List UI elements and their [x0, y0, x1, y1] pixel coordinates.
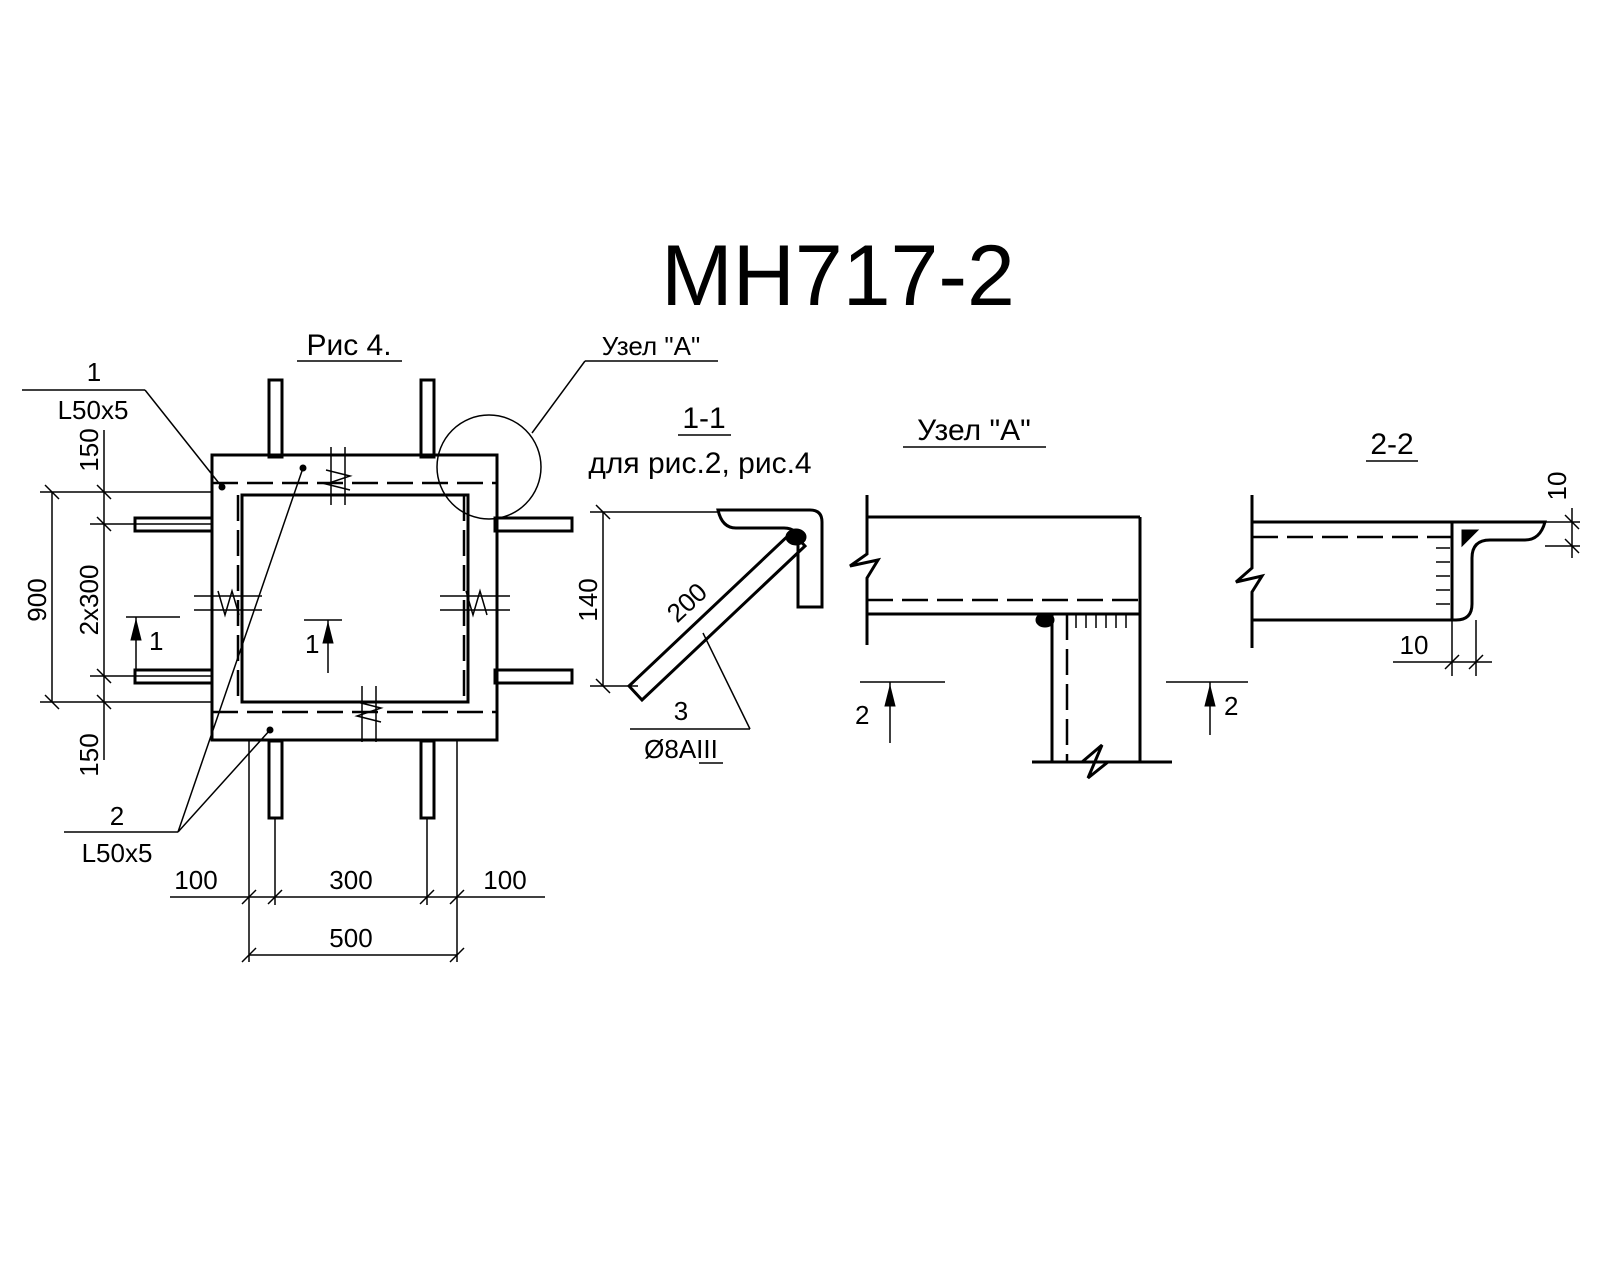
part-3-number: 3	[674, 696, 688, 726]
anchor-bar	[493, 516, 574, 533]
dim-bottom-chain	[170, 740, 545, 963]
dim-100-left: 100	[174, 865, 217, 895]
weld	[1035, 612, 1055, 628]
angle-profile	[1450, 520, 1547, 622]
node-a: Узел "А" 2	[849, 414, 1248, 780]
dim-100-right: 100	[483, 865, 526, 895]
part-3-bar: Ø8AIII	[644, 734, 718, 764]
break-line	[1081, 743, 1109, 780]
weld	[1461, 529, 1480, 548]
section-1-1: 1-1 для рис.2, рис.4 140 200 3 Ø8AIII	[573, 402, 824, 764]
anchor-bar-diagonal	[626, 529, 808, 703]
anchor-bar	[419, 739, 436, 820]
section-1-marker-left: 1	[126, 616, 180, 670]
break-mark	[440, 588, 510, 618]
break-line	[1235, 495, 1266, 648]
part-2-number: 2	[110, 801, 124, 831]
dim-10-bottom: 10	[1400, 630, 1429, 660]
dim-left-chain	[40, 430, 212, 760]
dim-140-lines	[590, 504, 718, 694]
leader-dot	[299, 464, 307, 472]
part-1-profile: L50x5	[58, 395, 129, 425]
node-a-callout-label: Узел "А"	[602, 331, 700, 361]
dim-10-top: 10	[1542, 472, 1572, 501]
section-1-marker-label: 1	[149, 626, 163, 656]
part-2-leader	[177, 729, 271, 833]
section-2-marker-right: 2	[1166, 681, 1248, 735]
part-1-number: 1	[87, 357, 101, 387]
section-1-1-title: 1-1	[682, 402, 725, 435]
dim-200: 200	[661, 577, 713, 629]
node-a-title: Узел "А"	[917, 414, 1031, 447]
weld-hatch	[1436, 547, 1450, 605]
anchor-bar	[493, 668, 574, 685]
node-a-leader	[531, 360, 586, 434]
anchor-bar	[267, 739, 284, 820]
section-2-marker-label: 2	[1224, 691, 1238, 721]
dim-900: 900	[22, 578, 52, 621]
break-mark	[323, 447, 353, 505]
frame-inner	[240, 493, 470, 704]
drawing-title: МН717-2	[661, 228, 1015, 324]
section-1-1-subtitle: для рис.2, рис.4	[588, 447, 811, 480]
figure-4-caption: Рис 4.	[306, 329, 391, 362]
section-2-2-title: 2-2	[1370, 428, 1413, 461]
dim-140: 140	[573, 578, 603, 621]
section-2-2: 2-2 10	[1235, 428, 1580, 676]
leader-dot	[266, 726, 274, 734]
break-line	[849, 495, 882, 645]
break-mark	[194, 588, 262, 618]
part-3-leader	[702, 632, 751, 730]
frame-outer	[210, 453, 499, 742]
angle-profile	[716, 508, 824, 609]
dim-300: 300	[329, 865, 372, 895]
dim-bottom-150: 150	[74, 733, 104, 776]
weld	[785, 528, 807, 546]
section-1-marker-label: 1	[305, 629, 319, 659]
anchor-bar	[419, 378, 436, 459]
anchor-bar	[267, 378, 284, 459]
dim-500: 500	[329, 923, 372, 953]
dim-2x300: 2x300	[74, 565, 104, 636]
break-mark	[354, 686, 384, 742]
part-2-leader	[177, 467, 304, 833]
dim-10-top-lines	[1545, 508, 1580, 558]
section-2-marker-label: 2	[855, 700, 869, 730]
section-2-marker-left: 2	[855, 681, 945, 743]
weld-hatch	[1075, 614, 1127, 628]
figure-4: Рис 4.	[22, 329, 718, 963]
leader-dot	[218, 483, 226, 491]
node-a-callout-circle	[436, 414, 542, 520]
dim-10-bottom-lines	[1393, 620, 1492, 676]
dim-top-150: 150	[74, 428, 104, 471]
part-2-profile: L50x5	[82, 838, 153, 868]
part-1-leader	[144, 389, 223, 488]
section-1-marker-center: 1	[304, 619, 342, 673]
